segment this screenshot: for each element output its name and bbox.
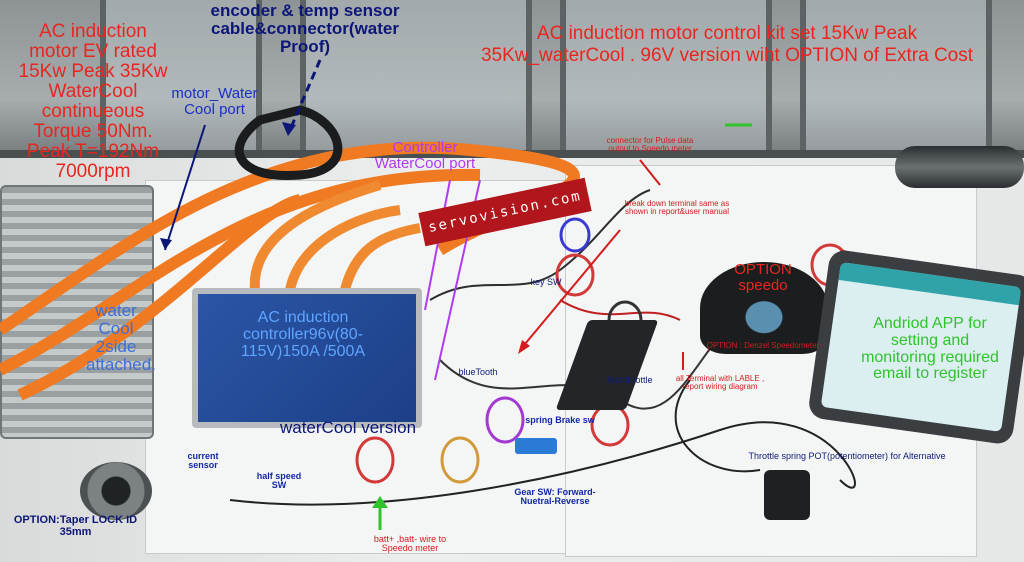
kit-title-line2: 35Kw_waterCool . 96V version wiht OPTION… bbox=[480, 45, 974, 66]
gear-switch-label: Gear SW: Forward-Nuetral-Reverse bbox=[514, 487, 596, 507]
kit-title-line1: AC induction motor control kit set 15Kw … bbox=[536, 23, 918, 44]
all-terminal-label: all Terminal with LABLE , report wiring … bbox=[675, 374, 765, 392]
encoder-cable-label: encoder & temp sensor cable&connector(wa… bbox=[210, 1, 400, 56]
foot-throttle-label: foot throttle bbox=[607, 375, 653, 385]
watercool-version-label: waterCool version bbox=[279, 418, 417, 437]
android-app-label: Andriod APP for setting and monitoring r… bbox=[861, 315, 999, 383]
throttle-pot bbox=[764, 470, 810, 520]
window-frame bbox=[560, 0, 772, 156]
window-frame bbox=[100, 0, 262, 156]
brake-switch bbox=[515, 438, 557, 454]
background-window-area bbox=[0, 0, 1024, 165]
controller-rating-label: AC induction controller96v(80-115V)150A … bbox=[240, 309, 366, 360]
current-sensor-label: current sensor bbox=[187, 451, 219, 471]
taper-lock-label: OPTION:Taper LOCK ID 35mm bbox=[13, 514, 138, 538]
option-speedo-label: OPTION speedo bbox=[734, 261, 792, 294]
taper-lock-coupling bbox=[80, 462, 152, 520]
motor-water-port-label: motor_Water Cool port bbox=[171, 85, 258, 118]
key-switch-label: key SW bbox=[530, 277, 562, 287]
half-speed-label: half speed SW bbox=[256, 471, 302, 491]
speedometer bbox=[700, 262, 828, 354]
motor-shaft bbox=[895, 146, 1024, 188]
water-cool-2side-label: water Cool 2side attached. bbox=[86, 301, 156, 374]
window-frame bbox=[800, 0, 992, 156]
option-denzel-label: OPTION : Denzel Speedometer bbox=[706, 341, 820, 350]
controller-unit bbox=[192, 288, 422, 428]
motor-rating-label: AC induction motor EV rated 15Kw Peak 35… bbox=[18, 21, 168, 182]
bluetooth-label: blueTooth bbox=[458, 367, 498, 377]
pulse-connector-label: connector for Pulse data output to Speed… bbox=[606, 136, 694, 154]
breakdown-terminal-label: break down terminal same as shown in rep… bbox=[624, 199, 730, 217]
spring-brake-label: spring Brake sw bbox=[525, 415, 595, 425]
controller-water-port-label: Controller WaterCool port bbox=[374, 139, 476, 172]
throttle-pot-label: Throttle spring POT(potentiometer) for A… bbox=[748, 451, 946, 461]
batt-wire-label: batt+ ,batt- wire to Speedo meter bbox=[373, 534, 447, 554]
window-frame bbox=[300, 0, 532, 156]
